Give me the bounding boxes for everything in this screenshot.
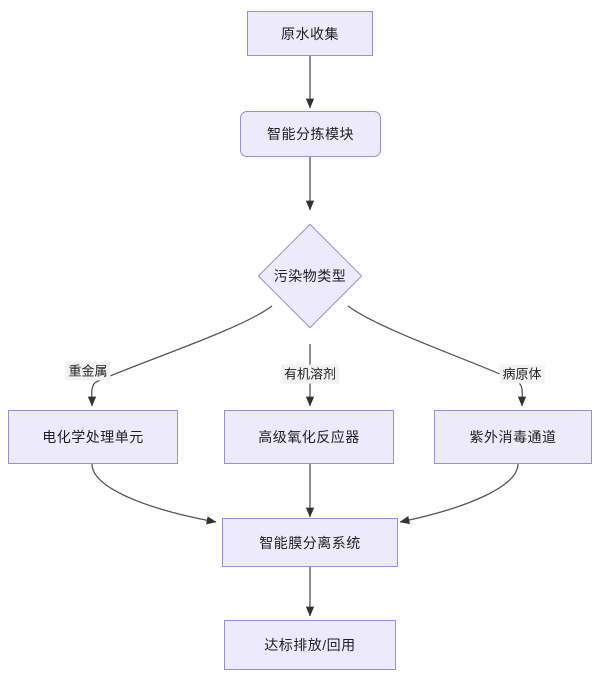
edge-electrochemical-to-membrane: [91, 463, 217, 525]
node-label: 污染物类型: [273, 268, 347, 284]
node-compliant-discharge-reuse[interactable]: 达标排放/回用: [224, 620, 396, 670]
node-label: 智能分拣模块: [267, 126, 354, 142]
node-label: 电化学处理单元: [42, 429, 144, 445]
node-label: 智能膜分离系统: [259, 534, 361, 551]
edge-pollutant-to-uv: [347, 305, 527, 407]
node-label: 紫外消毒通道: [469, 429, 557, 445]
node-pollutant-type-decision[interactable]: 污染物类型: [257, 223, 363, 329]
node-raw-water-collection[interactable]: 原水收集: [247, 11, 373, 56]
node-label: 原水收集: [281, 25, 339, 42]
edge-label-organic-solvent: 有机溶剂: [280, 364, 340, 384]
node-uv-disinfection-channel[interactable]: 紫外消毒通道: [434, 410, 592, 464]
node-advanced-oxidation-reactor[interactable]: 高级氧化反应器: [224, 410, 394, 464]
node-electrochemical-treatment-unit[interactable]: 电化学处理单元: [8, 410, 178, 464]
node-smart-membrane-separation-system[interactable]: 智能膜分离系统: [222, 518, 398, 567]
edge-uv-to-membrane: [399, 463, 519, 525]
node-smart-sorting-module[interactable]: 智能分拣模块: [240, 111, 381, 157]
node-label: 高级氧化反应器: [258, 429, 360, 445]
edge-label-heavy-metal: 重金属: [65, 361, 111, 381]
node-label: 达标排放/回用: [264, 637, 356, 653]
edge-label-pathogen: 病原体: [499, 364, 545, 384]
edge-pollutant-to-electrochemical: [87, 305, 273, 407]
